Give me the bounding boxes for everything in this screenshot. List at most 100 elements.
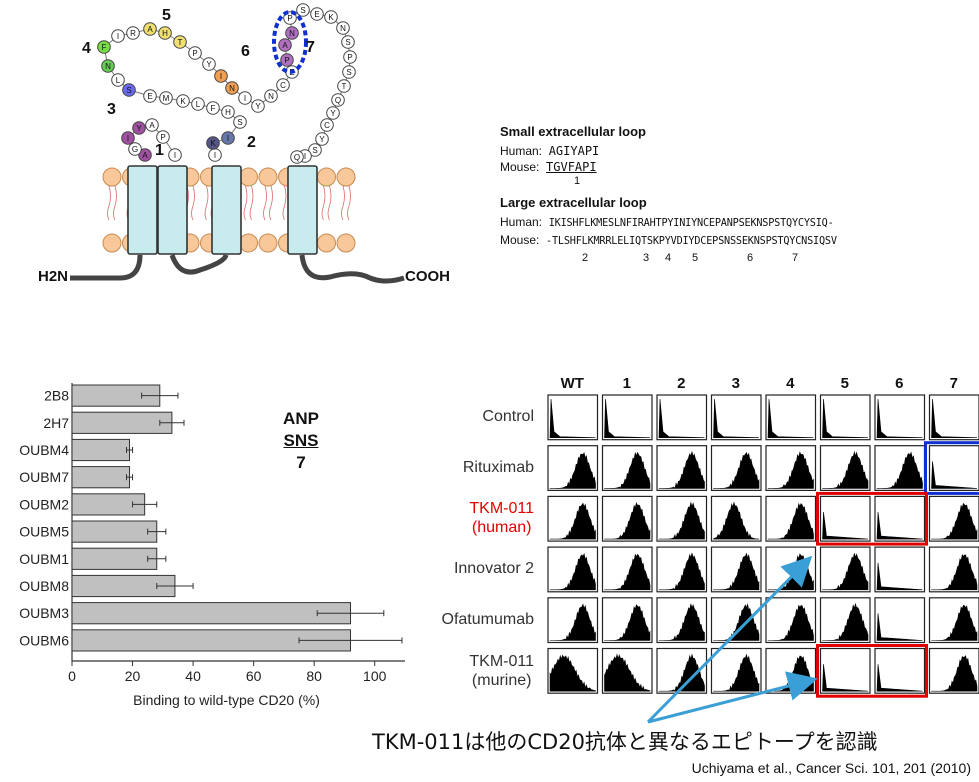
lipid-head bbox=[336, 167, 356, 187]
residue-letter: F bbox=[211, 104, 216, 113]
histogram-trace bbox=[767, 398, 814, 438]
residue-letter: S bbox=[237, 118, 242, 127]
lipid-tail bbox=[107, 185, 117, 221]
histogram-cell bbox=[928, 445, 979, 491]
highlight-red-human-5-6 bbox=[816, 491, 928, 546]
residue-letter: C bbox=[324, 121, 330, 130]
x-tick-label-100: 100 bbox=[363, 668, 387, 684]
residue-letter: T bbox=[342, 82, 347, 91]
residue-letter: K bbox=[210, 139, 216, 148]
category-label-OUBM3: OUBM3 bbox=[19, 605, 69, 621]
residue-letter: A bbox=[149, 121, 155, 130]
residue bbox=[206, 136, 220, 150]
residue-letter: G bbox=[132, 145, 138, 154]
residue bbox=[206, 101, 220, 115]
category-label-OUBM8: OUBM8 bbox=[19, 578, 69, 594]
histogram-cell bbox=[874, 597, 926, 644]
histogram-trace bbox=[658, 501, 705, 540]
large-loop-marker-3: 3 bbox=[643, 252, 650, 264]
category-label-OUBM2: OUBM2 bbox=[19, 496, 69, 512]
residue bbox=[138, 148, 152, 162]
large-loop-marker-4: 4 bbox=[665, 252, 672, 264]
h2n-label: H2N bbox=[38, 268, 69, 285]
mouse-sequence: -TLSHFLKMRRLELIQTSKPYVDIYDCEPSNSSEKNSPST… bbox=[546, 236, 837, 247]
column-header-1: 1 bbox=[623, 375, 631, 392]
helix bbox=[157, 165, 188, 255]
region-label-3: 3 bbox=[107, 101, 116, 118]
bar-OUBM7 bbox=[71, 466, 131, 489]
residue-letter: I bbox=[220, 72, 222, 81]
residue bbox=[156, 130, 170, 144]
helix bbox=[287, 165, 318, 255]
residue bbox=[233, 115, 247, 129]
lipid-head bbox=[258, 167, 278, 187]
residue bbox=[225, 81, 239, 95]
histogram-trace bbox=[604, 398, 651, 438]
histogram-trace bbox=[822, 450, 869, 489]
residue bbox=[280, 53, 294, 67]
lipid-head bbox=[317, 233, 336, 253]
column-header-6: 6 bbox=[895, 375, 903, 392]
row-label-text: TKM-011 bbox=[469, 500, 534, 518]
region-label-7: 7 bbox=[306, 39, 315, 56]
row-label-text: Ofatumumab bbox=[441, 610, 534, 628]
residue-letter: N bbox=[268, 92, 274, 101]
category-label-2H7: 2H7 bbox=[43, 415, 69, 431]
histogram-trace bbox=[876, 613, 923, 641]
row-sublabel-text: (human) bbox=[471, 519, 532, 537]
column-header-3: 3 bbox=[732, 375, 740, 392]
residue bbox=[336, 21, 350, 35]
terminal-tails bbox=[70, 254, 405, 284]
residue-letter: M bbox=[163, 94, 170, 103]
residue-letter: N bbox=[229, 84, 235, 93]
residue bbox=[320, 118, 334, 132]
residue-letter: T bbox=[178, 38, 183, 47]
residue bbox=[168, 148, 182, 162]
region-label-1: 1 bbox=[155, 142, 164, 159]
histogram-trace bbox=[604, 502, 651, 540]
residue bbox=[276, 78, 290, 92]
residue bbox=[251, 99, 265, 113]
histogram-trace bbox=[931, 553, 978, 591]
histogram-trace bbox=[822, 553, 869, 591]
highlight-blue-rituximab-7 bbox=[924, 441, 979, 495]
residue bbox=[283, 11, 297, 25]
residue bbox=[238, 91, 252, 105]
residue-letter: Y bbox=[319, 135, 325, 144]
histogram-cell bbox=[819, 495, 871, 542]
residue-letter: P bbox=[287, 14, 292, 23]
histogram-trace bbox=[604, 604, 651, 641]
residue bbox=[145, 118, 159, 132]
residue bbox=[143, 89, 157, 103]
residue bbox=[122, 83, 136, 97]
histogram-cell bbox=[819, 394, 871, 441]
residue bbox=[310, 7, 324, 21]
column-header-5: 5 bbox=[841, 375, 849, 392]
lipid-tail bbox=[243, 185, 254, 221]
column-header-4: 4 bbox=[786, 375, 795, 392]
residue-letter: N bbox=[340, 24, 346, 33]
residue-letter: Y bbox=[255, 102, 261, 111]
histogram-trace bbox=[767, 451, 814, 489]
histogram-trace bbox=[822, 664, 869, 692]
residue bbox=[343, 50, 357, 64]
histogram-trace bbox=[876, 562, 923, 591]
residue-letter: S bbox=[312, 146, 317, 155]
residue bbox=[221, 105, 235, 119]
bar-OUBM1 bbox=[71, 547, 158, 570]
histogram-trace bbox=[931, 398, 978, 438]
residue-letter: Y bbox=[206, 60, 212, 69]
histogram-cell bbox=[656, 394, 708, 441]
sequence-alignment-panel: Small extracellular loop Human: AGIYAPI … bbox=[500, 124, 978, 268]
residue bbox=[101, 59, 115, 73]
histogram-cell bbox=[765, 394, 817, 441]
residue-letter: A bbox=[142, 151, 148, 160]
histogram-trace bbox=[604, 653, 651, 692]
histogram-trace bbox=[549, 398, 596, 438]
bar-2H7 bbox=[71, 411, 173, 434]
residue-letter: K bbox=[180, 97, 186, 106]
large-loop-mouse-row: Mouse: -TLSHFLKMRRLELIQTSKPYVDIYDCEPSNSS… bbox=[500, 232, 978, 250]
residue-letter: E bbox=[314, 10, 319, 19]
transmembrane-helices bbox=[127, 165, 318, 255]
